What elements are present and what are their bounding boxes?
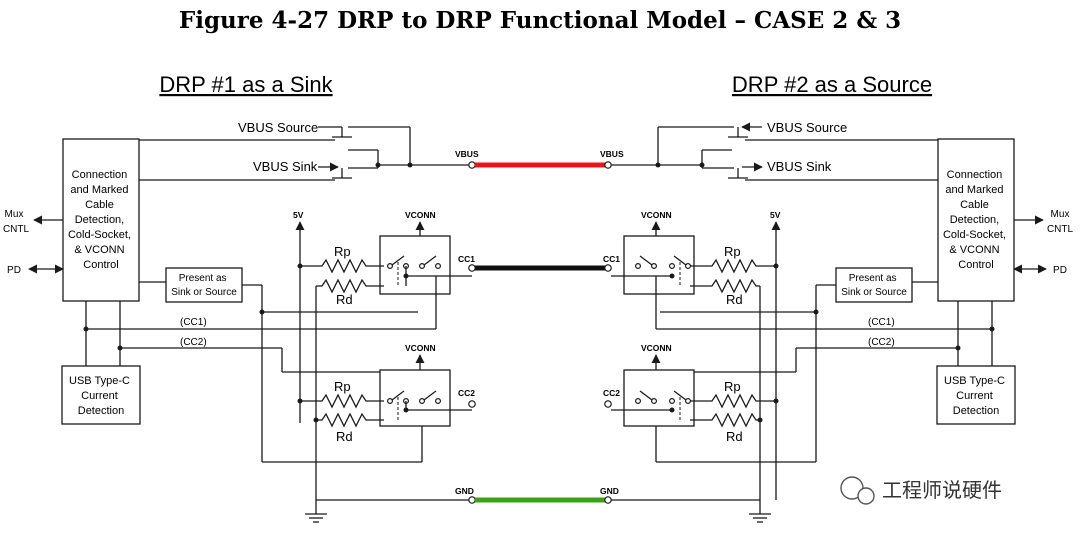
right-vbus-sink-label: VBUS Sink [767, 159, 832, 174]
left-gnd-pin-label: GND [455, 486, 474, 496]
left-control-text: Connection and Marked Cable Detection, C… [68, 169, 134, 271]
left-vconn2-label: VCONN [405, 343, 436, 353]
right-control-box [937, 138, 1015, 302]
right-usb-detection-box [936, 365, 1016, 425]
left-cc1-bus-label: (CC1) [180, 317, 207, 328]
right-rp1-label: Rp [724, 244, 741, 259]
left-vbus-sink-label: VBUS Sink [253, 159, 318, 174]
right-usb-text: USB Type-C Current Detection [944, 375, 1008, 417]
right-gnd-pin-label: GND [600, 486, 619, 496]
left-rp2-label: Rp [334, 379, 351, 394]
right-control-text: Connection and Marked Cable Detection, C… [943, 169, 1009, 271]
right-vbus-pin-label: VBUS [600, 149, 624, 159]
left-cc1-label: CC1 [458, 254, 475, 264]
right-vconn2-label: VCONN [641, 343, 672, 353]
right-cntl-label: CNTL [1047, 224, 1074, 235]
left-vbus-pin-label: VBUS [455, 149, 479, 159]
left-rd1-label: Rd [336, 292, 353, 307]
left-5v-label: 5V [293, 210, 304, 220]
right-vconn1-label: VCONN [641, 210, 672, 220]
left-present-text: Present as Sink or Source [171, 273, 237, 298]
right-header: DRP #2 as a Source [732, 72, 932, 97]
left-cntl-label: CNTL [3, 224, 30, 235]
right-vbus-source-label: VBUS Source [767, 120, 847, 135]
left-control-box [62, 138, 140, 302]
right-cc2-label: CC2 [603, 388, 620, 398]
right-5v-label: 5V [770, 210, 781, 220]
right-cc2-bus-label: (CC2) [868, 337, 895, 348]
left-header: DRP #1 as a Sink [159, 72, 333, 97]
left-vconn1-label: VCONN [405, 210, 436, 220]
left-cc2-label: CC2 [458, 388, 475, 398]
right-mux-label: Mux [1051, 209, 1070, 220]
left-rp1-label: Rp [334, 244, 351, 259]
figure-title: Figure 4-27 DRP to DRP Functional Model … [179, 7, 901, 34]
right-rd1-label: Rd [726, 292, 743, 307]
left-rd2-label: Rd [336, 429, 353, 444]
watermark: 工程师说硬件 [840, 476, 1002, 505]
left-cc2-switch-box [379, 369, 451, 427]
right-pd-label: PD [1053, 265, 1067, 276]
left-usb-text: USB Type-C Current Detection [69, 375, 133, 417]
right-rp2-label: Rp [724, 379, 741, 394]
left-cc2-bus-label: (CC2) [180, 337, 207, 348]
right-drp: VBUS VBUS Source VBUS Sink Connection an… [600, 120, 1074, 523]
right-cc1-bus-label: (CC1) [868, 317, 895, 328]
left-pd-label: PD [7, 265, 21, 276]
left-mux-label: Mux [5, 209, 24, 220]
right-present-text: Present as Sink or Source [841, 273, 907, 298]
left-drp: Connection and Marked Cable Detection, C… [3, 120, 479, 523]
left-usb-detection-box [61, 365, 141, 425]
watermark-text: 工程师说硬件 [882, 478, 1002, 502]
right-cc1-switch-box [623, 235, 695, 295]
right-rd2-label: Rd [726, 429, 743, 444]
left-vbus-source-label: VBUS Source [238, 120, 318, 135]
right-cc1-label: CC1 [603, 254, 620, 264]
